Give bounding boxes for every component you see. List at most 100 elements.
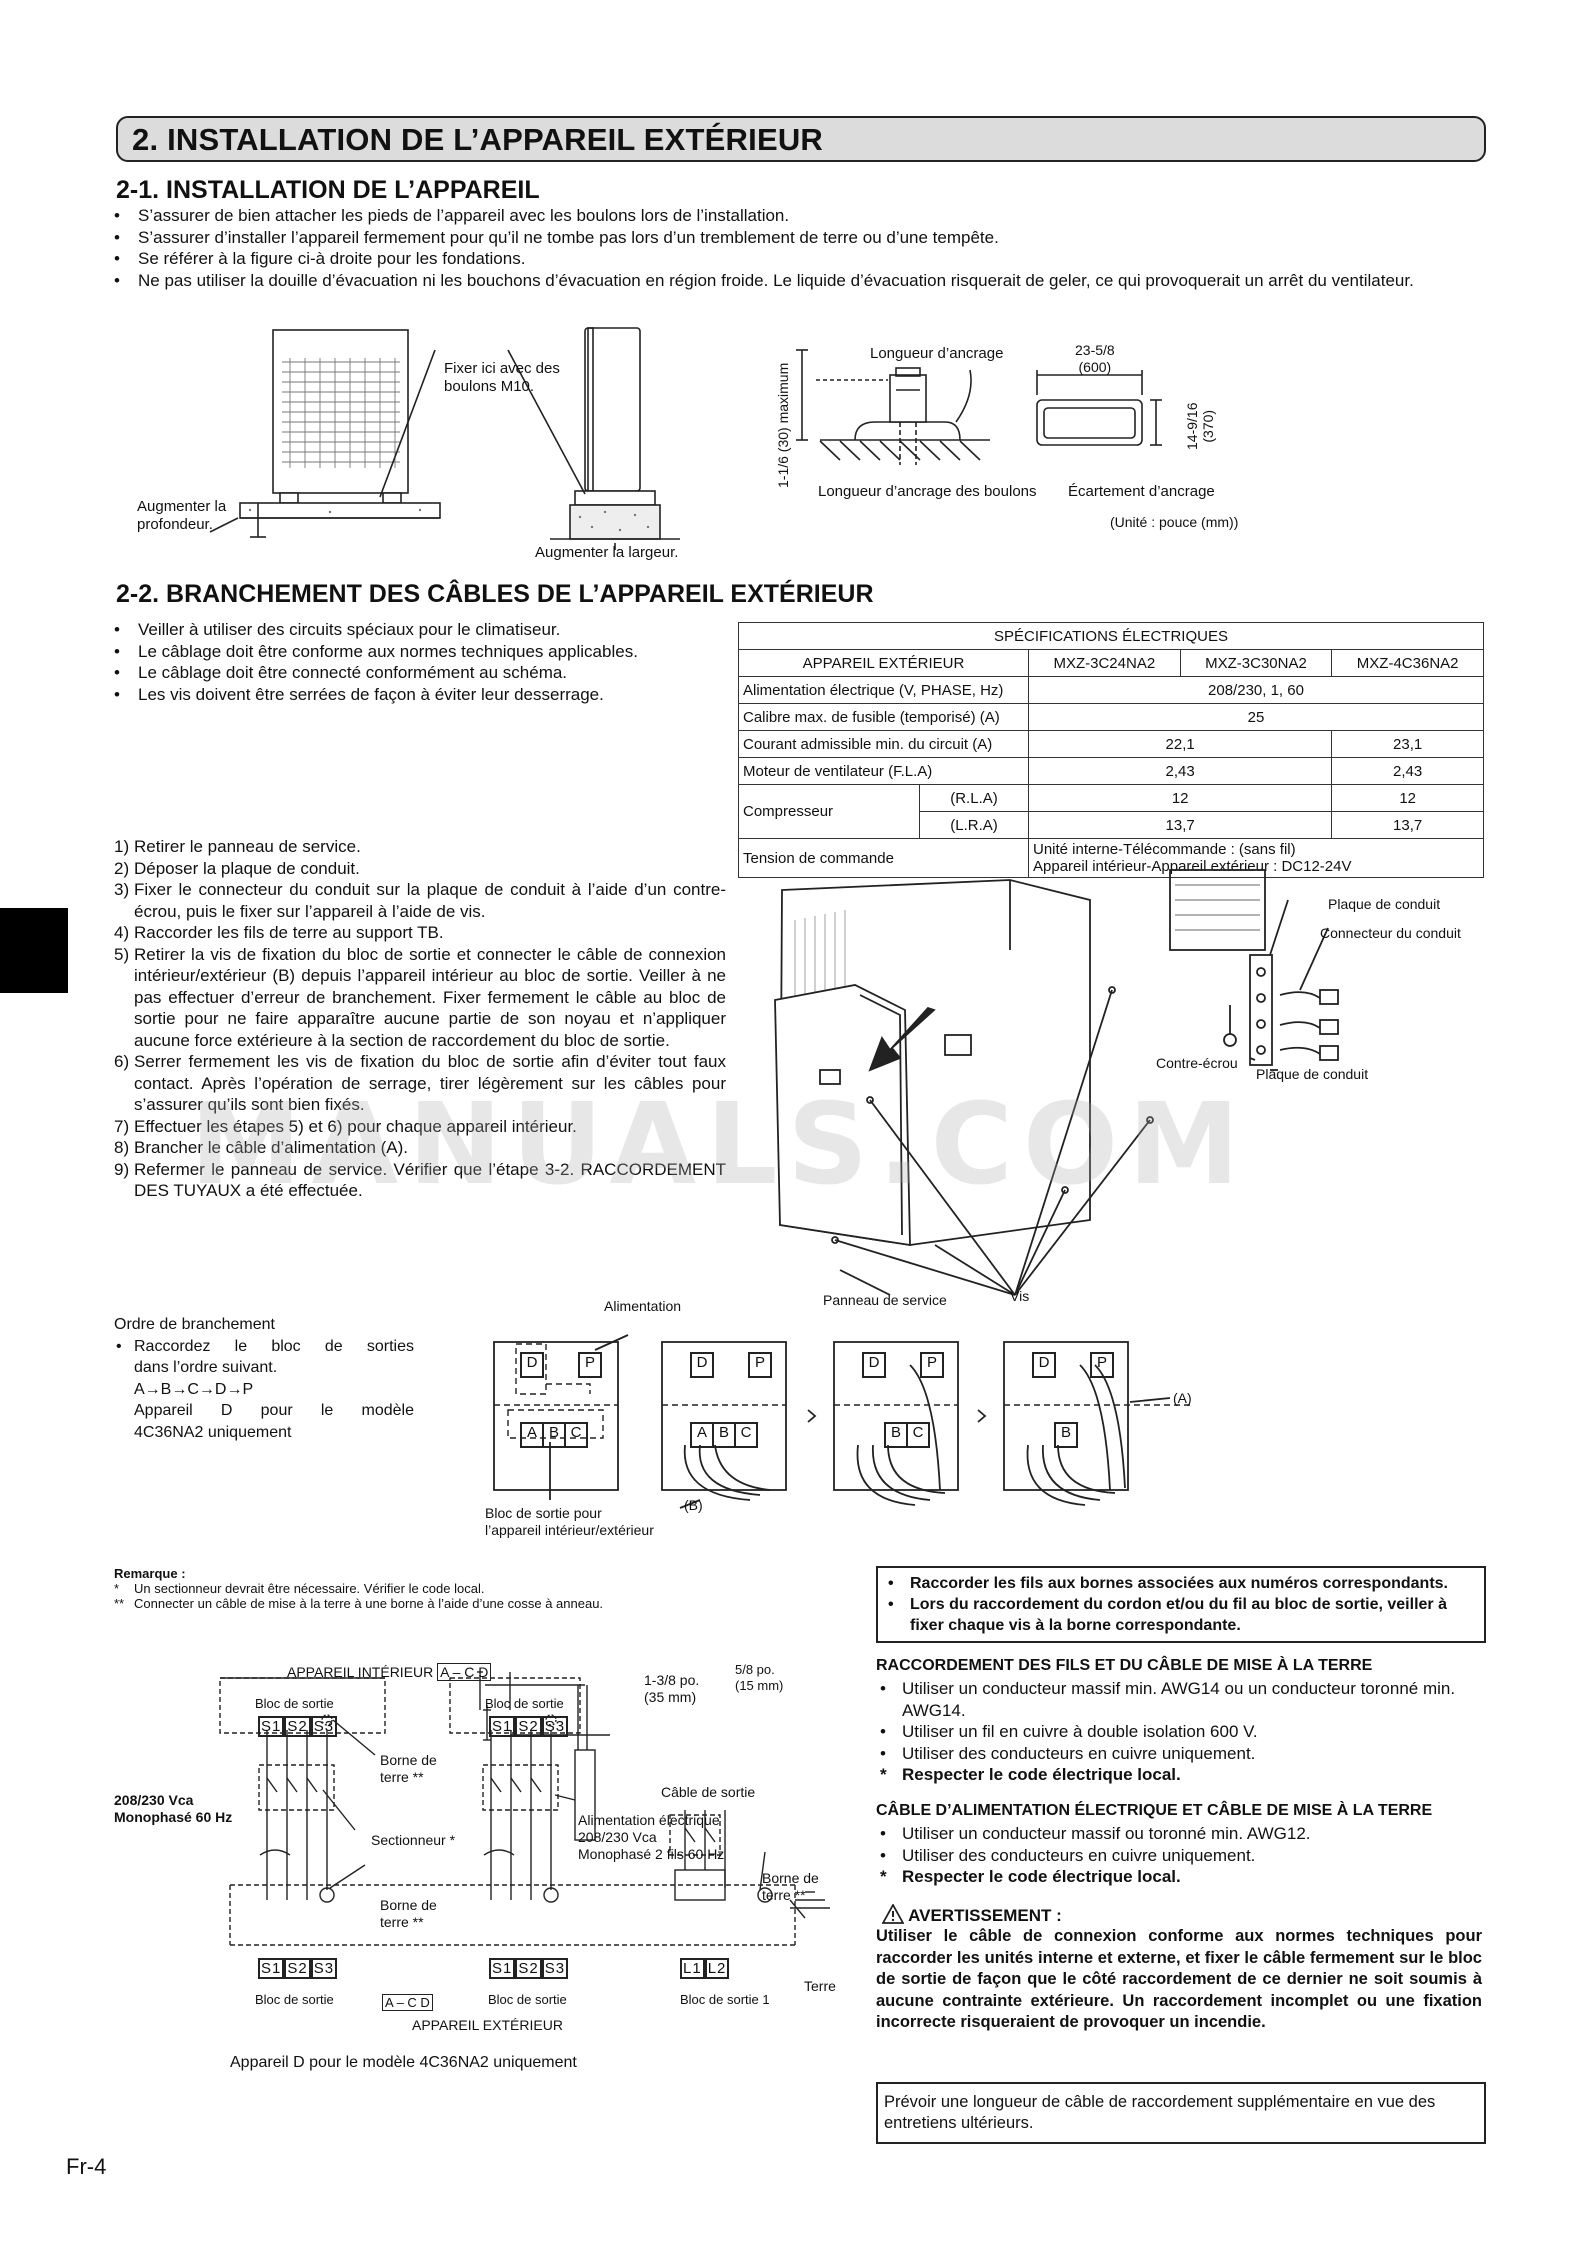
wiring-bullet: Le câblage doit être conforme aux normes… <box>112 641 712 663</box>
terminal-b: B <box>712 1422 736 1448</box>
depth-label-line1: Augmenter la <box>137 498 227 515</box>
width-dim-inch: 23-5/8 <box>1075 342 1115 358</box>
remarks: Remarque : *Un sectionneur devrait être … <box>114 1566 603 1611</box>
section-title: 2. INSTALLATION DE L’APPAREIL EXTÉRIEUR <box>132 122 824 157</box>
terminal-s1: S1 <box>489 1958 516 1979</box>
outdoor-unit-label: APPAREIL EXTÉRIEUR <box>412 2017 563 2033</box>
unit-label: (Unité : pouce (mm)) <box>1110 514 1239 530</box>
connection-order-line2: dans l’ordre suivant. <box>134 1359 278 1376</box>
earth-item-marker: * <box>880 1765 887 1784</box>
table-cell: 2,43 <box>1027 757 1333 785</box>
earth-item-text: Respecter le code électrique local. <box>902 1765 1181 1784</box>
terminal-p: P <box>748 1352 772 1378</box>
subsection-title-2-1: 2-1. INSTALLATION DE L’APPAREIL <box>116 176 540 204</box>
terminal-s1: S1 <box>258 1716 285 1737</box>
wiring-bullet: Le câblage doit être connecté conforméme… <box>112 662 712 684</box>
connection-notice-box: •Raccorder les fils aux bornes associées… <box>876 1566 1486 1643</box>
procedure-step: 9)Refermer le panneau de service. Vérifi… <box>114 1159 726 1202</box>
connection-order-title: Ordre de branchement <box>114 1316 275 1333</box>
height-dim-inch: 14-9/16 <box>1184 402 1200 450</box>
ground-terminal-line2: terre ** <box>380 1914 424 1930</box>
table-header: APPAREIL EXTÉRIEUR <box>738 649 1029 677</box>
maintenance-note-text: Prévoir une longueur de câble de raccord… <box>884 2093 1436 2132</box>
terminal-block-label-2: Bloc de sortie <box>485 1696 564 1711</box>
earth-list: •Utiliser un conducteur massif min. AWG1… <box>876 1678 1486 1786</box>
width-dim-mm: (600) <box>1078 359 1112 375</box>
earth-item: •Utiliser un conducteur massif min. AWG1… <box>876 1678 1486 1721</box>
procedure-step: 4)Raccorder les fils de terre au support… <box>114 922 726 944</box>
model-footnote: Appareil D pour le modèle 4C36NA2 unique… <box>230 2054 577 2071</box>
terminal-p: P <box>578 1352 602 1378</box>
outdoor-range-label: A – C D <box>382 1994 433 2011</box>
step-text: Fixer le connecteur du conduit sur la pl… <box>134 880 726 921</box>
table-header: MXZ-4C36NA2 <box>1331 649 1484 677</box>
earth-item-text: Utiliser un conducteur massif min. AWG14… <box>902 1679 1456 1720</box>
terminal-block-label-1: Bloc de sortie <box>255 1696 334 1711</box>
step-text: Refermer le panneau de service. Vérifier… <box>134 1159 726 1201</box>
table-cell: 22,1 <box>1027 730 1333 758</box>
conduit-connector-label: Connecteur du conduit <box>1320 925 1461 941</box>
power-item-marker: • <box>880 1824 886 1843</box>
width-dim-label: 23-5/8(600) <box>1075 342 1115 376</box>
conduit-plate-label-2: Plaque de conduit <box>1256 1066 1369 1082</box>
step-number: 8) <box>114 1138 130 1157</box>
connection-order-line1: •Raccordez le bloc de sorties <box>116 1337 414 1355</box>
table-row-label: Alimentation électrique (V, PHASE, Hz) <box>738 676 1029 704</box>
control-voltage-line2: Appareil intérieur-Appareil extérieur : … <box>1033 858 1352 875</box>
step-text: Raccorder les fils de terre au support T… <box>134 923 444 942</box>
connection-notice-text: Lors du raccordement du cordon et/ou du … <box>910 1596 1447 1634</box>
connection-order-line4: Appareil D pour le modèle <box>134 1402 414 1419</box>
foundation-figure <box>209 327 680 550</box>
indoor-unit-label: APPAREIL INTÉRIEUR A – C D <box>287 1663 492 1681</box>
power-item: • Utiliser un conducteur massif ou toronn… <box>876 1823 1486 1845</box>
table-header: MXZ-3C24NA2 <box>1028 649 1181 677</box>
terminal-s3: S3 <box>310 1958 338 1979</box>
section-header: 2. INSTALLATION DE L’APPAREIL EXTÉRIEUR <box>116 116 1486 162</box>
strip-length-2: 5/8 po.(15 mm) <box>735 1662 783 1694</box>
table-cell: (R.L.A) <box>919 784 1029 812</box>
strip-length-mm: (35 mm) <box>644 1689 697 1705</box>
power-item-text: Utiliser un conducteur massif ou toronné… <box>902 1824 1311 1843</box>
wiring-bullet: Veiller à utiliser des circuits spéciaux… <box>112 619 712 641</box>
step-number: 3) <box>114 880 130 899</box>
power-item-text: Utiliser des conducteurs en cuivre uniqu… <box>902 1845 1256 1865</box>
remark-2: **Connecter un câble de mise à la terre … <box>114 1596 603 1611</box>
power-item-marker: * <box>880 1867 887 1886</box>
connection-notice-list: •Raccorder les fils aux bornes associées… <box>884 1573 1478 1636</box>
step-number: 6) <box>114 1052 130 1071</box>
procedure-step: 2)Déposer la plaque de conduit. <box>114 858 726 880</box>
outdoor-block-label-2: Bloc de sortie <box>488 1992 567 2007</box>
table-cell: (L.R.A) <box>919 811 1029 839</box>
connection-order-sequence: A→B→C→D→P <box>134 1380 254 1398</box>
remark-1: *Un sectionneur devrait être nécessaire.… <box>114 1581 603 1596</box>
page-number: Fr-4 <box>66 2154 107 2179</box>
electrical-specs-table: SPÉCIFICATIONS ÉLECTRIQUES APPAREIL EXTÉ… <box>738 622 1484 878</box>
table-row-label: Tension de commande <box>738 838 1029 878</box>
ground-terminal-line1: Borne de <box>380 1752 437 1768</box>
wiring-bullets: Veiller à utiliser des circuits spéciaux… <box>112 619 712 705</box>
install-bullet: Ne pas utiliser la douille d’évacuation … <box>112 270 1484 292</box>
connection-order: Ordre de branchement •Raccordez le bloc … <box>114 1314 414 1443</box>
earth-item: •Utiliser un fil en cuivre à double isol… <box>876 1721 1486 1743</box>
step-text: Déposer la plaque de conduit. <box>134 858 360 878</box>
power-item-marker: • <box>880 1845 886 1865</box>
screws-label: Vis <box>1010 1288 1030 1304</box>
remarks-title: Remarque : <box>114 1566 186 1581</box>
power-item-text: Respecter le code électrique local. <box>902 1867 1181 1886</box>
earth-item-text: Utiliser un fil en cuivre à double isola… <box>902 1722 1258 1741</box>
output-cable-label: Câble de sortie <box>661 1784 756 1800</box>
table-row-label: Calibre max. de fusible (temporisé) (A) <box>738 703 1029 731</box>
warning-text: Utiliser le câble de connexion conforme … <box>876 1927 1482 2031</box>
warning-title-text: AVERTISSEMENT : <box>908 1906 1062 1925</box>
earth-item: •Utiliser des conducteurs en cuivre uniq… <box>876 1743 1486 1765</box>
table-cell: 23,1 <box>1331 730 1484 758</box>
terminal-c: C <box>564 1422 588 1448</box>
terminal-s3: S3 <box>541 1716 569 1737</box>
conduit-plate-label: Plaque de conduit <box>1328 896 1441 912</box>
terminal-p: P <box>1090 1352 1114 1378</box>
